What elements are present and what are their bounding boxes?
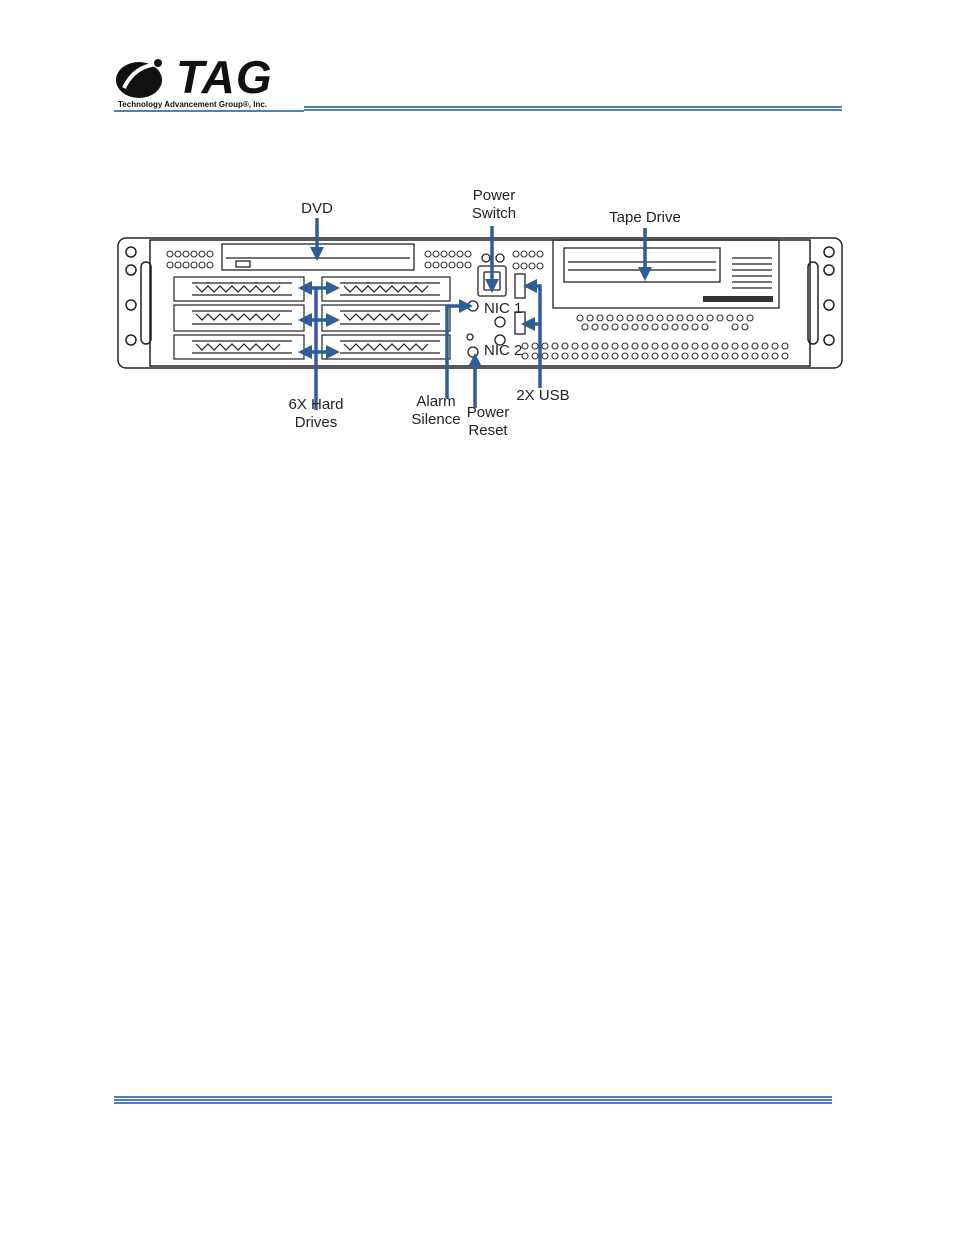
tape-drive	[552, 239, 780, 309]
alarm-silence-button	[467, 300, 479, 312]
drive-bay-3	[173, 304, 305, 332]
logo-text: TAG	[176, 51, 273, 103]
header-rule	[304, 106, 842, 112]
vent-grilles	[166, 250, 789, 360]
drive-bay-4	[321, 304, 451, 332]
label-tape-drive: Tape Drive	[609, 209, 681, 226]
drive-bay-1	[173, 276, 305, 302]
label-dvd: DVD	[301, 200, 333, 217]
label-nic2: NIC 2	[484, 342, 523, 359]
callout-arrows	[298, 218, 652, 410]
arrow-alarm-silence	[445, 299, 473, 398]
hard-drive-bays	[173, 276, 451, 360]
label-alarm-silence: Alarm Silence	[411, 393, 461, 428]
tag-logo-mark-icon	[116, 59, 162, 98]
header-rule-left	[114, 110, 304, 113]
label-power-switch: Power Switch	[471, 187, 517, 222]
usb-port-1	[514, 273, 526, 299]
arrow-usb	[523, 279, 542, 388]
drive-bay-6	[321, 334, 451, 360]
drive-bay-5	[173, 334, 305, 360]
power-reset-button	[467, 346, 479, 358]
drive-bay-2	[321, 276, 451, 302]
label-nic1: NIC 1	[484, 300, 523, 317]
label-power-reset: Power Reset	[466, 404, 510, 439]
logo-subtitle: Technology Advancement Group®, Inc.	[118, 100, 268, 109]
label-usb: 2X USB	[516, 387, 570, 404]
label-hard-drives: 6X Hard Drives	[288, 396, 344, 431]
tag-logo: TAG Technology Advancement Group®, Inc.	[114, 51, 306, 109]
footer-rule	[114, 1096, 832, 1105]
